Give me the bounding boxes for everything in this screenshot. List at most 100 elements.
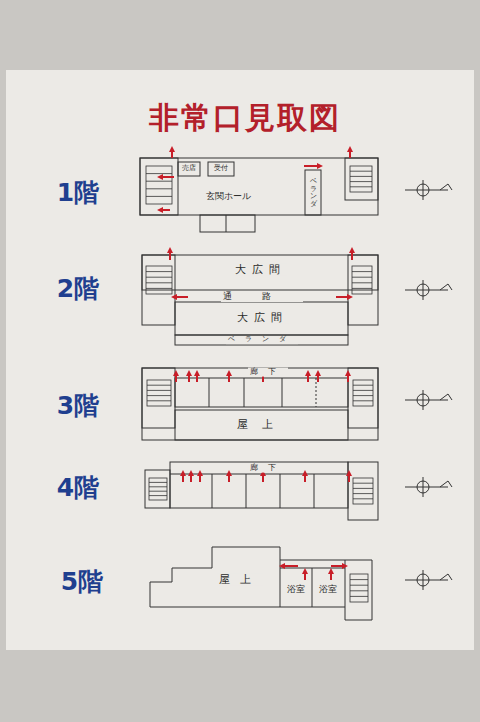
exit-arrow <box>171 294 188 300</box>
exit-arrow <box>349 247 355 260</box>
exit-arrow <box>304 163 323 169</box>
stair-step <box>350 171 372 172</box>
room: 通路 <box>221 292 303 302</box>
room: 大広間 <box>235 312 290 324</box>
stair-step <box>350 579 368 580</box>
stair-step <box>146 277 172 278</box>
stair-step <box>147 385 171 386</box>
stair-step <box>149 486 167 487</box>
floor-label: 3階 <box>57 389 99 422</box>
room-name: 廊下 <box>248 464 288 473</box>
stair-step <box>352 282 372 283</box>
stair-step <box>353 385 373 386</box>
room: 大広間 <box>233 264 288 276</box>
stair-step <box>146 288 172 289</box>
room-name: 通路 <box>221 292 303 302</box>
stair-step <box>147 400 171 401</box>
room: 売店 <box>180 165 198 173</box>
stair <box>149 478 167 500</box>
exit-arrow <box>302 470 308 482</box>
exit-arrow <box>305 370 311 382</box>
room-name: 浴室 <box>285 585 307 595</box>
compass-symbol <box>405 570 452 590</box>
room-name: ベランダ <box>226 336 298 344</box>
room-name: 売店 <box>180 165 198 173</box>
exit-arrow <box>197 470 203 482</box>
exit-arrow <box>186 370 192 382</box>
exit-arrow <box>328 568 334 580</box>
stair-step <box>350 585 368 586</box>
stair <box>147 380 171 406</box>
stair <box>146 166 172 204</box>
stair <box>350 574 368 602</box>
floor-label: 4階 <box>57 471 99 504</box>
room-name: 大広間 <box>233 264 288 276</box>
stair <box>146 266 172 294</box>
stair-step <box>149 482 167 483</box>
exit-arrow <box>194 370 200 382</box>
room: 廊下 <box>248 464 288 473</box>
room: 玄関ホール <box>204 192 253 202</box>
floor-label: 5階 <box>61 565 103 598</box>
room-name: 受付 <box>212 165 230 173</box>
stair-step <box>350 181 372 182</box>
stair-step <box>352 288 372 289</box>
exit-arrow <box>157 174 174 180</box>
room: ベランダ <box>310 177 317 210</box>
exit-arrow <box>279 563 298 569</box>
stair-step <box>352 277 372 278</box>
floor-label: 2階 <box>57 272 99 305</box>
room-name: 玄関ホール <box>204 192 253 202</box>
exit-arrow <box>180 470 186 482</box>
stair-step <box>146 173 172 174</box>
room: ベランダ <box>226 336 298 344</box>
stair-step <box>147 395 171 396</box>
room-name: 屋上 <box>217 574 263 586</box>
room-name: 廊下 <box>248 368 288 377</box>
exit-arrow <box>302 568 308 580</box>
stair-step <box>350 590 368 591</box>
stair-step <box>350 596 368 597</box>
stair-step <box>146 188 172 189</box>
exit-arrow <box>173 370 179 382</box>
exit-arrow <box>336 294 353 300</box>
stair-step <box>146 282 172 283</box>
exit-arrow <box>331 563 348 569</box>
room: 廊下 <box>248 368 288 377</box>
room: 屋上 <box>235 419 289 431</box>
stair <box>353 380 373 406</box>
stair-step <box>353 498 373 499</box>
stair-step <box>353 400 373 401</box>
room: 受付 <box>212 165 230 173</box>
room: 浴室 <box>285 585 307 595</box>
title: 非常口見取図 <box>149 98 341 139</box>
room-name: 浴室 <box>317 585 339 595</box>
stair-step <box>353 488 373 489</box>
stair-step <box>353 390 373 391</box>
stair-step <box>147 390 171 391</box>
exit-arrow <box>226 470 232 482</box>
floor-label: 1階 <box>57 176 99 209</box>
stair <box>352 266 372 294</box>
exit-arrow <box>167 247 173 260</box>
stair-step <box>149 495 167 496</box>
compass-symbol <box>405 280 452 300</box>
room-name: ベランダ <box>310 177 317 210</box>
stair-step <box>353 395 373 396</box>
room: 浴室 <box>317 585 339 595</box>
exit-arrow <box>346 470 352 482</box>
stair-step <box>146 196 172 197</box>
exit-arrow <box>315 370 321 382</box>
room-name: 大広間 <box>235 312 290 324</box>
compass-symbol <box>405 477 452 497</box>
stair-step <box>352 271 372 272</box>
exit-arrow <box>226 370 232 382</box>
stair-step <box>146 181 172 182</box>
stair-step <box>353 483 373 484</box>
stair-step <box>353 493 373 494</box>
exit-arrow <box>169 146 175 158</box>
compass-symbol <box>405 390 452 410</box>
room: 屋上 <box>217 574 263 586</box>
stair-step <box>149 491 167 492</box>
